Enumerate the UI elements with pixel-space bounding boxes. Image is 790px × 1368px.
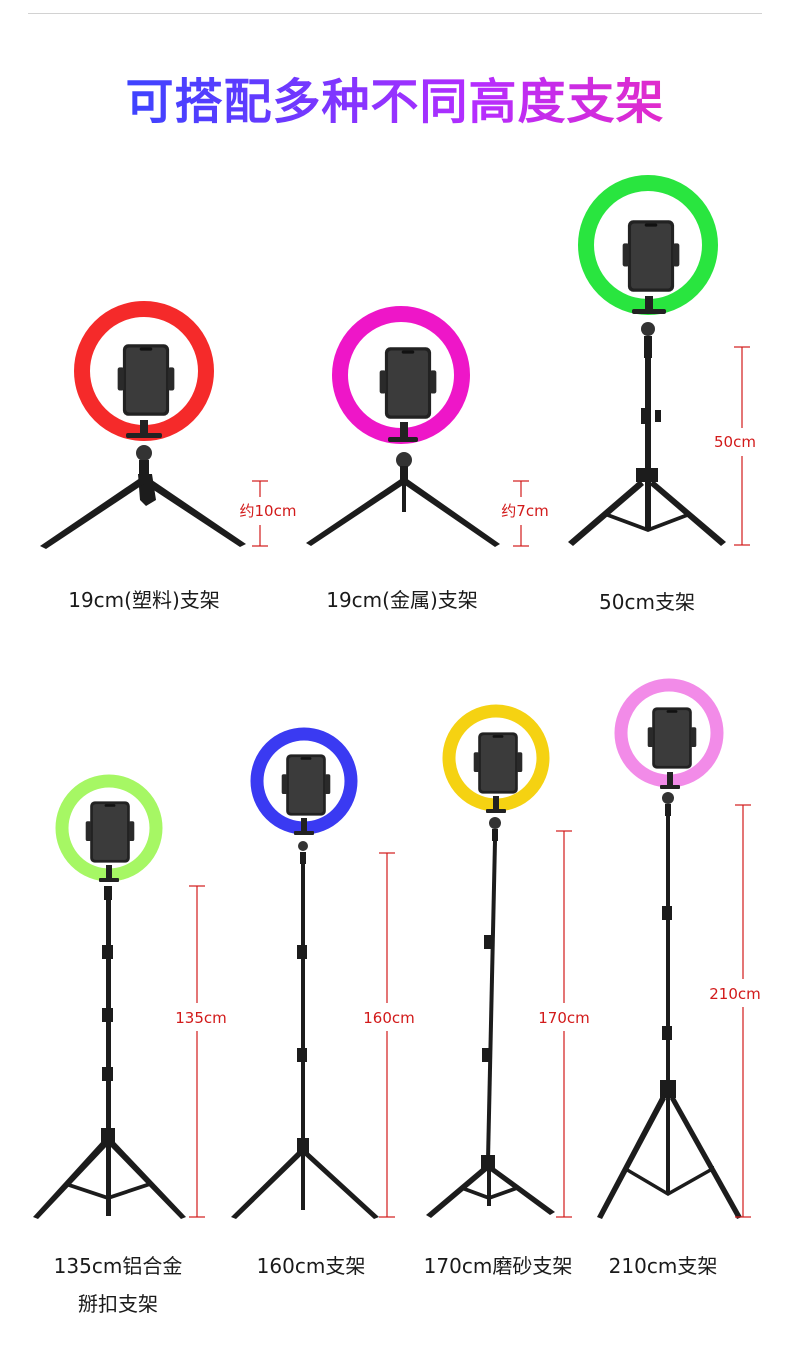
height-label-4: 135cm: [175, 1009, 227, 1027]
phone-icon: [281, 754, 331, 816]
measure-bracket-3: [734, 346, 750, 546]
caption-210cm: 210cm支架: [608, 1254, 718, 1278]
phone-icon: [622, 220, 680, 292]
phone-icon: [85, 801, 135, 863]
height-label-7: 210cm: [709, 985, 761, 1003]
stand-19cm-metal: [306, 306, 500, 547]
stand-135cm: [33, 774, 186, 1219]
phone-icon: [473, 732, 523, 794]
caption-50cm: 50cm支架: [599, 590, 695, 614]
top-divider: [28, 13, 762, 14]
height-label-2: 约7cm: [501, 502, 548, 520]
phone-icon: [379, 347, 437, 419]
measure-bracket-5: [379, 852, 395, 1218]
caption-135cm-line2: 掰扣支架: [78, 1292, 158, 1316]
height-label-1: 约10cm: [240, 502, 297, 520]
measure-bracket-1: [252, 480, 268, 547]
stand-210cm: [597, 678, 742, 1219]
phone-icon: [117, 344, 175, 416]
height-label-6: 170cm: [538, 1009, 590, 1027]
stand-19cm-plastic: [40, 301, 246, 549]
caption-135cm: 135cm铝合金 掰扣支架: [18, 1247, 218, 1323]
stand-160cm: [231, 727, 379, 1219]
stand-170cm: [426, 704, 555, 1218]
phone-icon: [647, 707, 697, 769]
caption-170cm: 170cm磨砂支架: [423, 1254, 573, 1278]
height-label-5: 160cm: [363, 1009, 415, 1027]
height-label-3: 50cm: [714, 433, 756, 451]
measure-bracket-7: [735, 804, 751, 1218]
measure-bracket-4: [189, 885, 205, 1218]
measure-bracket-6: [556, 830, 572, 1218]
page-title: 可搭配多种不同高度支架: [0, 70, 790, 134]
caption-160cm: 160cm支架: [256, 1254, 366, 1278]
stand-50cm: [568, 175, 726, 546]
caption-19cm-plastic: 19cm(塑料)支架: [68, 588, 220, 612]
caption-19cm-metal: 19cm(金属)支架: [326, 588, 478, 612]
measure-bracket-2: [513, 480, 529, 547]
caption-135cm-line1: 135cm铝合金: [53, 1254, 183, 1278]
